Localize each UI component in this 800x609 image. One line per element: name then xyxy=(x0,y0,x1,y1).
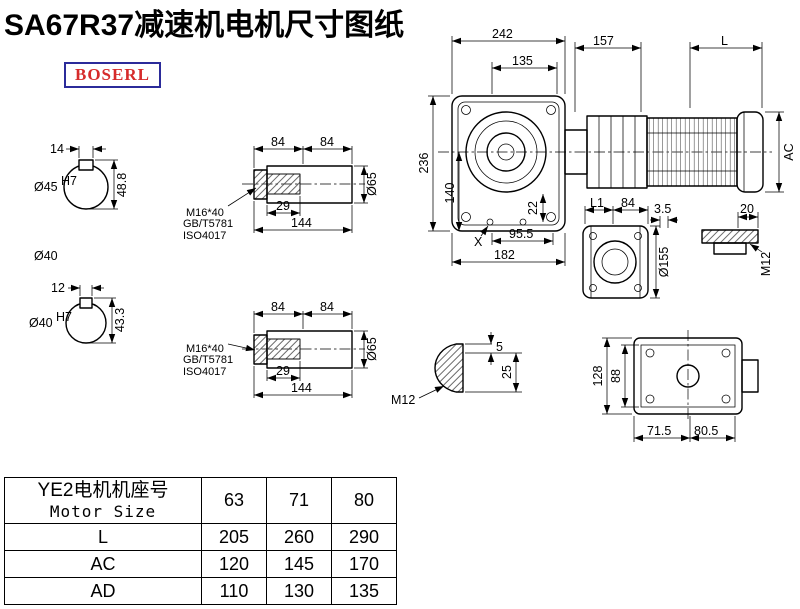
frame-size-80: 80 xyxy=(331,477,397,524)
dim-keyway-width-14: 14 xyxy=(50,142,64,156)
value-AD-63: 110 xyxy=(201,577,267,605)
label-std-iso-1: ISO4017 xyxy=(183,230,226,242)
value-AD-71: 130 xyxy=(266,577,332,605)
dim-84-b2: 84 xyxy=(320,300,334,314)
brand-logo: BOSERL xyxy=(64,62,161,88)
motor-fan-cowl xyxy=(736,111,764,193)
label-std-gb-2: GB/T5781 xyxy=(183,354,233,366)
motor-size-header-cn: YE2电机机座号 xyxy=(37,480,169,502)
bore-circle-40 xyxy=(65,302,107,344)
dim-motor-length-L: L xyxy=(721,34,728,48)
dim-88: 88 xyxy=(609,369,623,383)
label-bore-tol-45: H7 xyxy=(61,174,77,188)
washer-1 xyxy=(253,169,268,200)
label-thread-M12-side: M12 xyxy=(759,252,773,276)
dim-236: 236 xyxy=(417,153,431,174)
label-std-gb-1: GB/T5781 xyxy=(183,218,233,230)
label-bore-dia-40: Ø40 xyxy=(29,316,53,330)
view-hollow-shaft-bore-40: 12 Ø40 H7 43.3 xyxy=(29,281,127,344)
dim-motor-dia-AC: AC xyxy=(782,143,796,160)
dim-182: 182 xyxy=(494,248,515,262)
motor-body xyxy=(646,117,738,187)
dim-140: 140 xyxy=(443,183,457,204)
view-hollow-shaft-bore-45: 14 Ø45 H7 48.8 xyxy=(34,142,129,210)
value-AC-63: 120 xyxy=(201,550,267,578)
value-AC-71: 145 xyxy=(266,550,332,578)
dim-25: 25 xyxy=(500,365,514,379)
view-bottom-rear: 128 88 71.5 80.5 xyxy=(591,330,759,442)
motor-size-header-cell: YE2电机机座号 Motor Size xyxy=(4,477,202,524)
technical-drawing: 14 Ø45 H7 48.8 Ø40 12 Ø40 H7 43.3 xyxy=(29,27,796,442)
label-X: X xyxy=(474,235,483,249)
row-label-L: L xyxy=(4,523,202,551)
dim-128: 128 xyxy=(591,366,605,387)
dim-keyway-width-12: 12 xyxy=(51,281,65,295)
dim-84-a1: 84 xyxy=(271,135,285,149)
dim-L1: L1 xyxy=(590,196,604,210)
gearbox-housing xyxy=(451,95,566,232)
label-bolt-1: M16*40 xyxy=(186,207,224,219)
value-L-71: 260 xyxy=(266,523,332,551)
table-row-AD: AD 110 130 135 xyxy=(4,577,397,605)
dim-5: 5 xyxy=(496,340,503,354)
dim-144-1: 144 xyxy=(291,216,312,230)
dim-22: 22 xyxy=(526,201,540,215)
dim-dia-65-2: Ø65 xyxy=(365,337,379,361)
view-shaft-assembly-1: 84 84 29 144 Ø65 M16*40 GB/T5781 ISO4017 xyxy=(183,135,379,242)
washer-2 xyxy=(253,334,268,365)
dim-dia-155: Ø155 xyxy=(657,247,671,278)
label-bolt-2: M16*40 xyxy=(186,343,224,355)
dim-keyway-height-43-3: 43.3 xyxy=(113,308,127,332)
dim-71-5: 71.5 xyxy=(647,424,671,438)
view-shaft-end-detail: 5 25 M12 xyxy=(391,332,522,407)
dim-29-2: 29 xyxy=(276,364,290,378)
row-label-AD: AD xyxy=(4,577,202,605)
dim-84-a2: 84 xyxy=(271,300,285,314)
dim-20: 20 xyxy=(740,202,754,216)
view-shaft-assembly-2: 84 84 29 144 Ø65 M16*40 GB/T5781 ISO4017 xyxy=(183,300,379,399)
value-L-63: 205 xyxy=(201,523,267,551)
shaft-end-section xyxy=(434,343,464,393)
dim-157: 157 xyxy=(593,34,614,48)
table-row-header: YE2电机机座号 Motor Size 63 71 80 xyxy=(4,477,397,524)
label-bore-tol-40: H7 xyxy=(56,310,72,324)
frame-size-71: 71 xyxy=(266,477,332,524)
torque-arm-bush xyxy=(713,242,747,255)
dim-dia-65-1: Ø65 xyxy=(365,172,379,196)
dim-keyway-height-48-8: 48.8 xyxy=(115,173,129,197)
row-label-AC: AC xyxy=(4,550,202,578)
table-row-L: L 205 260 290 xyxy=(4,523,397,551)
dim-144-2: 144 xyxy=(291,381,312,395)
dim-242: 242 xyxy=(492,27,513,41)
keyway-slot-40 xyxy=(79,297,93,309)
label-bore-dia-45: Ø45 xyxy=(34,180,58,194)
frame-size-63: 63 xyxy=(201,477,267,524)
output-bore xyxy=(593,240,637,284)
label-shaft-od-40: Ø40 xyxy=(34,249,58,263)
table-row-AC: AC 120 145 170 xyxy=(4,550,397,578)
label-thread-M12-end: M12 xyxy=(391,393,415,407)
dim-84-b1: 84 xyxy=(320,135,334,149)
dim-3-5: 3.5 xyxy=(654,202,671,216)
view-main-front-assembly: 242 135 157 L 236 140 22 xyxy=(417,27,796,266)
gearbox-boss xyxy=(465,111,547,193)
keyway-slot-45 xyxy=(78,159,94,171)
label-std-iso-2: ISO4017 xyxy=(183,366,226,378)
view-side-output: L1 84 Ø155 3.5 xyxy=(582,196,773,299)
dim-29-1: 29 xyxy=(276,199,290,213)
rear-shaft-stub xyxy=(741,359,759,393)
dim-135: 135 xyxy=(512,54,533,68)
torque-arm-plate xyxy=(701,229,759,244)
dim-95-5: 95.5 xyxy=(509,227,533,241)
dim-80-5: 80.5 xyxy=(694,424,718,438)
dim-84-side: 84 xyxy=(621,196,635,210)
page-title: SA67R37减速机电机尺寸图纸 xyxy=(4,9,405,42)
motor-size-header-en: Motor Size xyxy=(49,502,157,522)
value-L-80: 290 xyxy=(331,523,397,551)
value-AD-80: 135 xyxy=(331,577,397,605)
output-flange-body xyxy=(582,225,649,299)
spec-table: YE2电机机座号 Motor Size 63 71 80 L 205 260 2… xyxy=(4,477,397,605)
value-AC-80: 170 xyxy=(331,550,397,578)
